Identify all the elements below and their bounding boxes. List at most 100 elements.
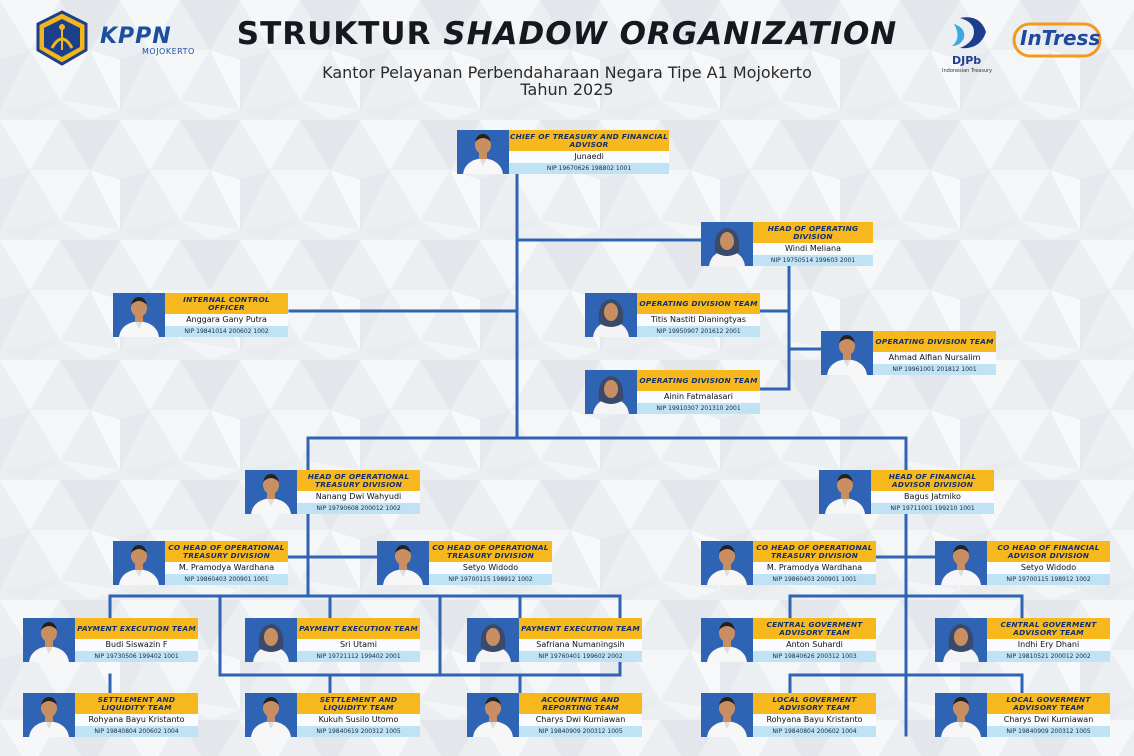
- person-name: Ainin Fatmalasari: [637, 391, 760, 403]
- role-title-box: OPERATING DIVISION TEAM: [637, 293, 760, 314]
- kppn-logo-city: MOJOKERTO: [142, 47, 195, 56]
- person-photo: [701, 693, 753, 737]
- person-name: Charys Dwi Kurniawan: [519, 714, 642, 726]
- org-card-central-anton: CENTRAL GOVERMENT ADVISORY TEAM Anton Suh…: [701, 618, 876, 662]
- role-title: CENTRAL GOVERMENT ADVISORY TEAM: [766, 619, 863, 637]
- person-photo: [113, 541, 165, 585]
- org-card-head-fa: HEAD OF FINANCIAL ADVISOR DIVISION Bagus …: [819, 470, 994, 514]
- person-photo: [245, 470, 297, 514]
- person-photo: [935, 618, 987, 662]
- kemenkeu-logo: [36, 10, 88, 66]
- person-photo: [935, 541, 987, 585]
- role-title-box: LOCAL GOVERMENT ADVISORY TEAM: [753, 693, 876, 714]
- role-title: CENTRAL GOVERMENT ADVISORY TEAM: [1000, 619, 1097, 637]
- role-title-box: OPERATING DIVISION TEAM: [873, 331, 996, 352]
- person-name: Nanang Dwi Wahyudi: [297, 491, 420, 503]
- person-nip: NIP 19721112 199402 2001: [297, 651, 420, 662]
- role-title-box: SETTLEMENT AND LIQUIDITY TEAM: [297, 693, 420, 714]
- role-title: HEAD OF FINANCIAL ADVISOR DIVISION: [888, 471, 977, 489]
- title-part-2: SHADOW ORGANIZATION: [443, 16, 898, 52]
- role-title-box: INTERNAL CONTROL OFFICER: [165, 293, 288, 314]
- person-name: Anton Suhardi: [753, 639, 876, 651]
- role-title-box: HEAD OF OPERATING DIVISION: [753, 222, 873, 243]
- intress-logo: InTress: [1012, 20, 1104, 60]
- person-nip: NIP 19810521 200012 2002: [987, 651, 1110, 662]
- person-photo: [377, 541, 429, 585]
- org-card-cohead-opt-1: CO HEAD OF OPERATIONAL TREASURY DIVISION…: [113, 541, 288, 585]
- role-title-box: CHIEF OF TREASURY AND FINANCIAL ADVISOR: [509, 130, 669, 151]
- role-title-box: PAYMENT EXECUTION TEAM: [519, 618, 642, 639]
- person-name: Setyo Widodo: [987, 562, 1110, 574]
- role-title: HEAD OF OPERATING DIVISION: [767, 223, 859, 241]
- page-subtitle: Kantor Pelayanan Perbendaharaan Negara T…: [322, 63, 812, 82]
- person-photo: [935, 693, 987, 737]
- person-nip: NIP 19910307 201310 2001: [637, 403, 760, 414]
- person-nip: NIP 19840619 200312 1005: [297, 726, 420, 737]
- org-card-cohead-opt-2: CO HEAD OF OPERATIONAL TREASURY DIVISION…: [377, 541, 552, 585]
- intress-logo-text: InTress: [1020, 26, 1101, 50]
- role-title-box: PAYMENT EXECUTION TEAM: [75, 618, 198, 639]
- djpb-logo: DJPb Indonesian Treasury: [940, 12, 1010, 74]
- role-title-box: CO HEAD OF OPERATIONAL TREASURY DIVISION: [753, 541, 876, 562]
- role-title: PAYMENT EXECUTION TEAM: [521, 623, 640, 633]
- person-nip: NIP 19841014 200602 1002: [165, 326, 288, 337]
- person-photo: [585, 370, 637, 414]
- role-title: PAYMENT EXECUTION TEAM: [299, 623, 418, 633]
- person-nip: NIP 19840626 200312 1003: [753, 651, 876, 662]
- person-photo: [113, 293, 165, 337]
- person-name: Ahmad Alfian Nursalim: [873, 352, 996, 364]
- role-title-box: LOCAL GOVERMENT ADVISORY TEAM: [987, 693, 1110, 714]
- org-card-internal-control: INTERNAL CONTROL OFFICER Anggara Gany Put…: [113, 293, 288, 337]
- org-card-op-team-ainin: OPERATING DIVISION TEAM Ainin Fatmalasari…: [585, 370, 760, 414]
- person-name: Rohyana Bayu Kristanto: [753, 714, 876, 726]
- role-title: INTERNAL CONTROL OFFICER: [183, 294, 270, 312]
- person-nip: NIP 19760401 199602 2002: [519, 651, 642, 662]
- role-title-box: ACCOUNTING AND REPORTING TEAM: [519, 693, 642, 714]
- role-title: OPERATING DIVISION TEAM: [639, 375, 758, 385]
- person-name: Setyo Widodo: [429, 562, 552, 574]
- role-title-box: HEAD OF FINANCIAL ADVISOR DIVISION: [871, 470, 994, 491]
- djpb-logo-sub: Indonesian Treasury: [942, 68, 993, 74]
- person-name: Windi Meliana: [753, 243, 873, 255]
- person-name: Bagus Jatmiko: [871, 491, 994, 503]
- person-nip: NIP 19790608 200012 1002: [297, 503, 420, 514]
- person-nip: NIP 19840909 200312 1005: [519, 726, 642, 737]
- role-title: SETTLEMENT AND LIQUIDITY TEAM: [97, 694, 176, 712]
- person-name: Rohyana Bayu Kristanto: [75, 714, 198, 726]
- person-nip: NIP 19700115 198912 1002: [987, 574, 1110, 585]
- djpb-logo-text: DJPb: [952, 54, 982, 67]
- title-part-1: STRUKTUR: [236, 16, 432, 52]
- person-photo: [457, 130, 509, 174]
- role-title-box: CENTRAL GOVERMENT ADVISORY TEAM: [987, 618, 1110, 639]
- person-nip: NIP 19860403 200901 1001: [165, 574, 288, 585]
- person-photo: [245, 618, 297, 662]
- role-title: CO HEAD OF OPERATIONAL TREASURY DIVISION: [168, 542, 285, 560]
- role-title: HEAD OF OPERATIONAL TREASURY DIVISION: [307, 471, 410, 489]
- person-nip: NIP 19750514 199603 2001: [753, 255, 873, 266]
- person-name: M. Pramodya Wardhana: [165, 562, 288, 574]
- org-card-settle-rohyana: SETTLEMENT AND LIQUIDITY TEAM Rohyana Bay…: [23, 693, 198, 737]
- person-photo: [467, 618, 519, 662]
- person-name: Kukuh Susilo Utomo: [297, 714, 420, 726]
- page-title: STRUKTUR SHADOW ORGANIZATION: [200, 16, 934, 52]
- person-nip: NIP 19961001 201812 1001: [873, 364, 996, 375]
- person-photo: [701, 541, 753, 585]
- person-name: Charys Dwi Kurniawan: [987, 714, 1110, 726]
- person-nip: NIP 19730506 199402 1001: [75, 651, 198, 662]
- role-title-box: CO HEAD OF OPERATIONAL TREASURY DIVISION: [165, 541, 288, 562]
- person-nip: NIP 19860403 200901 1001: [753, 574, 876, 585]
- person-nip: NIP 19840804 200602 1004: [753, 726, 876, 737]
- role-title: PAYMENT EXECUTION TEAM: [77, 623, 196, 633]
- person-nip: NIP 19840804 200602 1004: [75, 726, 198, 737]
- person-photo: [245, 693, 297, 737]
- person-name: Anggara Gany Putra: [165, 314, 288, 326]
